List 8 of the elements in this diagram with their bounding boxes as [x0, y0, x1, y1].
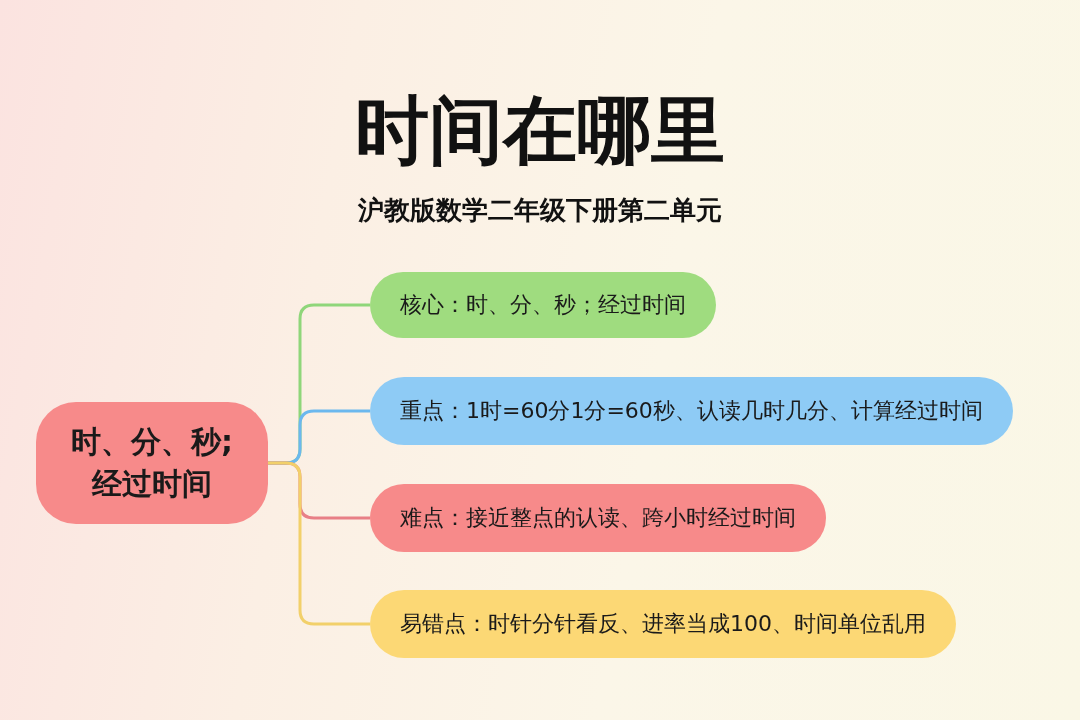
central-topic-box: 时、分、秒; 经过时间 [36, 402, 268, 524]
topic-box: 核心：时、分、秒；经过时间 [370, 272, 716, 338]
topic-box: 易错点：时针分针看反、进率当成100、时间单位乱用 [370, 590, 956, 658]
topic-box: 重点：1时=60分1分=60秒、认读几时几分、计算经过时间 [370, 377, 1013, 445]
topic-box: 难点：接近整点的认读、跨小时经过时间 [370, 484, 826, 552]
subtitle: 沪教版数学二年级下册第二单元 [357, 194, 723, 227]
branch-line [268, 461, 370, 626]
title: 时间在哪里 [354, 86, 726, 175]
